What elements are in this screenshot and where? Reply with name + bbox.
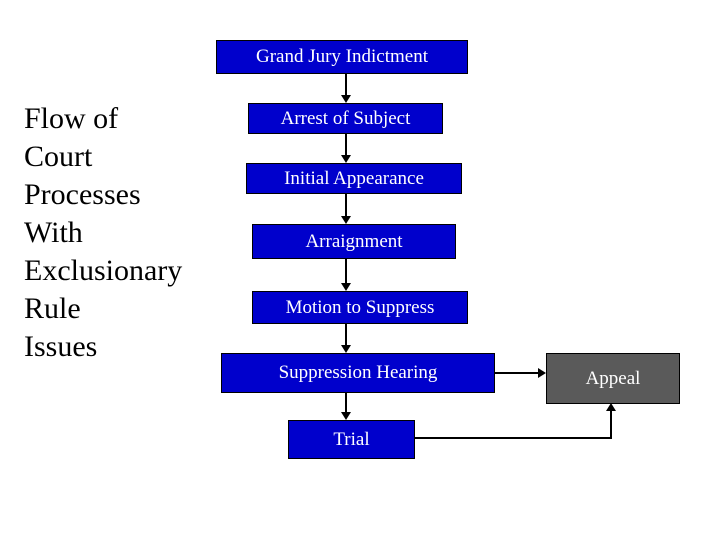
connector-hearing-to-trial (345, 393, 347, 415)
node-initial-appearance[interactable]: Initial Appearance (246, 163, 462, 194)
connector-trial-to-appeal-vertical (610, 409, 612, 439)
connector-arrest-to-initial (345, 134, 347, 158)
arrowhead-down-icon (341, 216, 351, 224)
connector-hearing-to-appeal (495, 372, 541, 374)
page-title: Flow of Court Processes With Exclusionar… (24, 102, 183, 363)
connector-trial-to-appeal-horizontal (415, 437, 611, 439)
arrowhead-down-icon (341, 283, 351, 291)
node-motion-to-suppress[interactable]: Motion to Suppress (252, 291, 468, 324)
arrowhead-right-icon (538, 368, 546, 378)
node-grand-jury-indictment[interactable]: Grand Jury Indictment (216, 40, 468, 74)
connector-initial-to-arraignment (345, 194, 347, 219)
arrowhead-down-icon (341, 412, 351, 420)
arrowhead-down-icon (341, 345, 351, 353)
connector-motion-to-hearing (345, 324, 347, 348)
connector-indictment-to-arrest (345, 74, 347, 98)
node-arraignment[interactable]: Arraignment (252, 224, 456, 259)
arrowhead-down-icon (341, 155, 351, 163)
node-suppression-hearing[interactable]: Suppression Hearing (221, 353, 495, 393)
connector-arraignment-to-motion (345, 259, 347, 286)
node-arrest-of-subject[interactable]: Arrest of Subject (248, 103, 443, 134)
node-trial[interactable]: Trial (288, 420, 415, 459)
node-appeal[interactable]: Appeal (546, 353, 680, 404)
arrowhead-up-icon (606, 403, 616, 411)
arrowhead-down-icon (341, 95, 351, 103)
